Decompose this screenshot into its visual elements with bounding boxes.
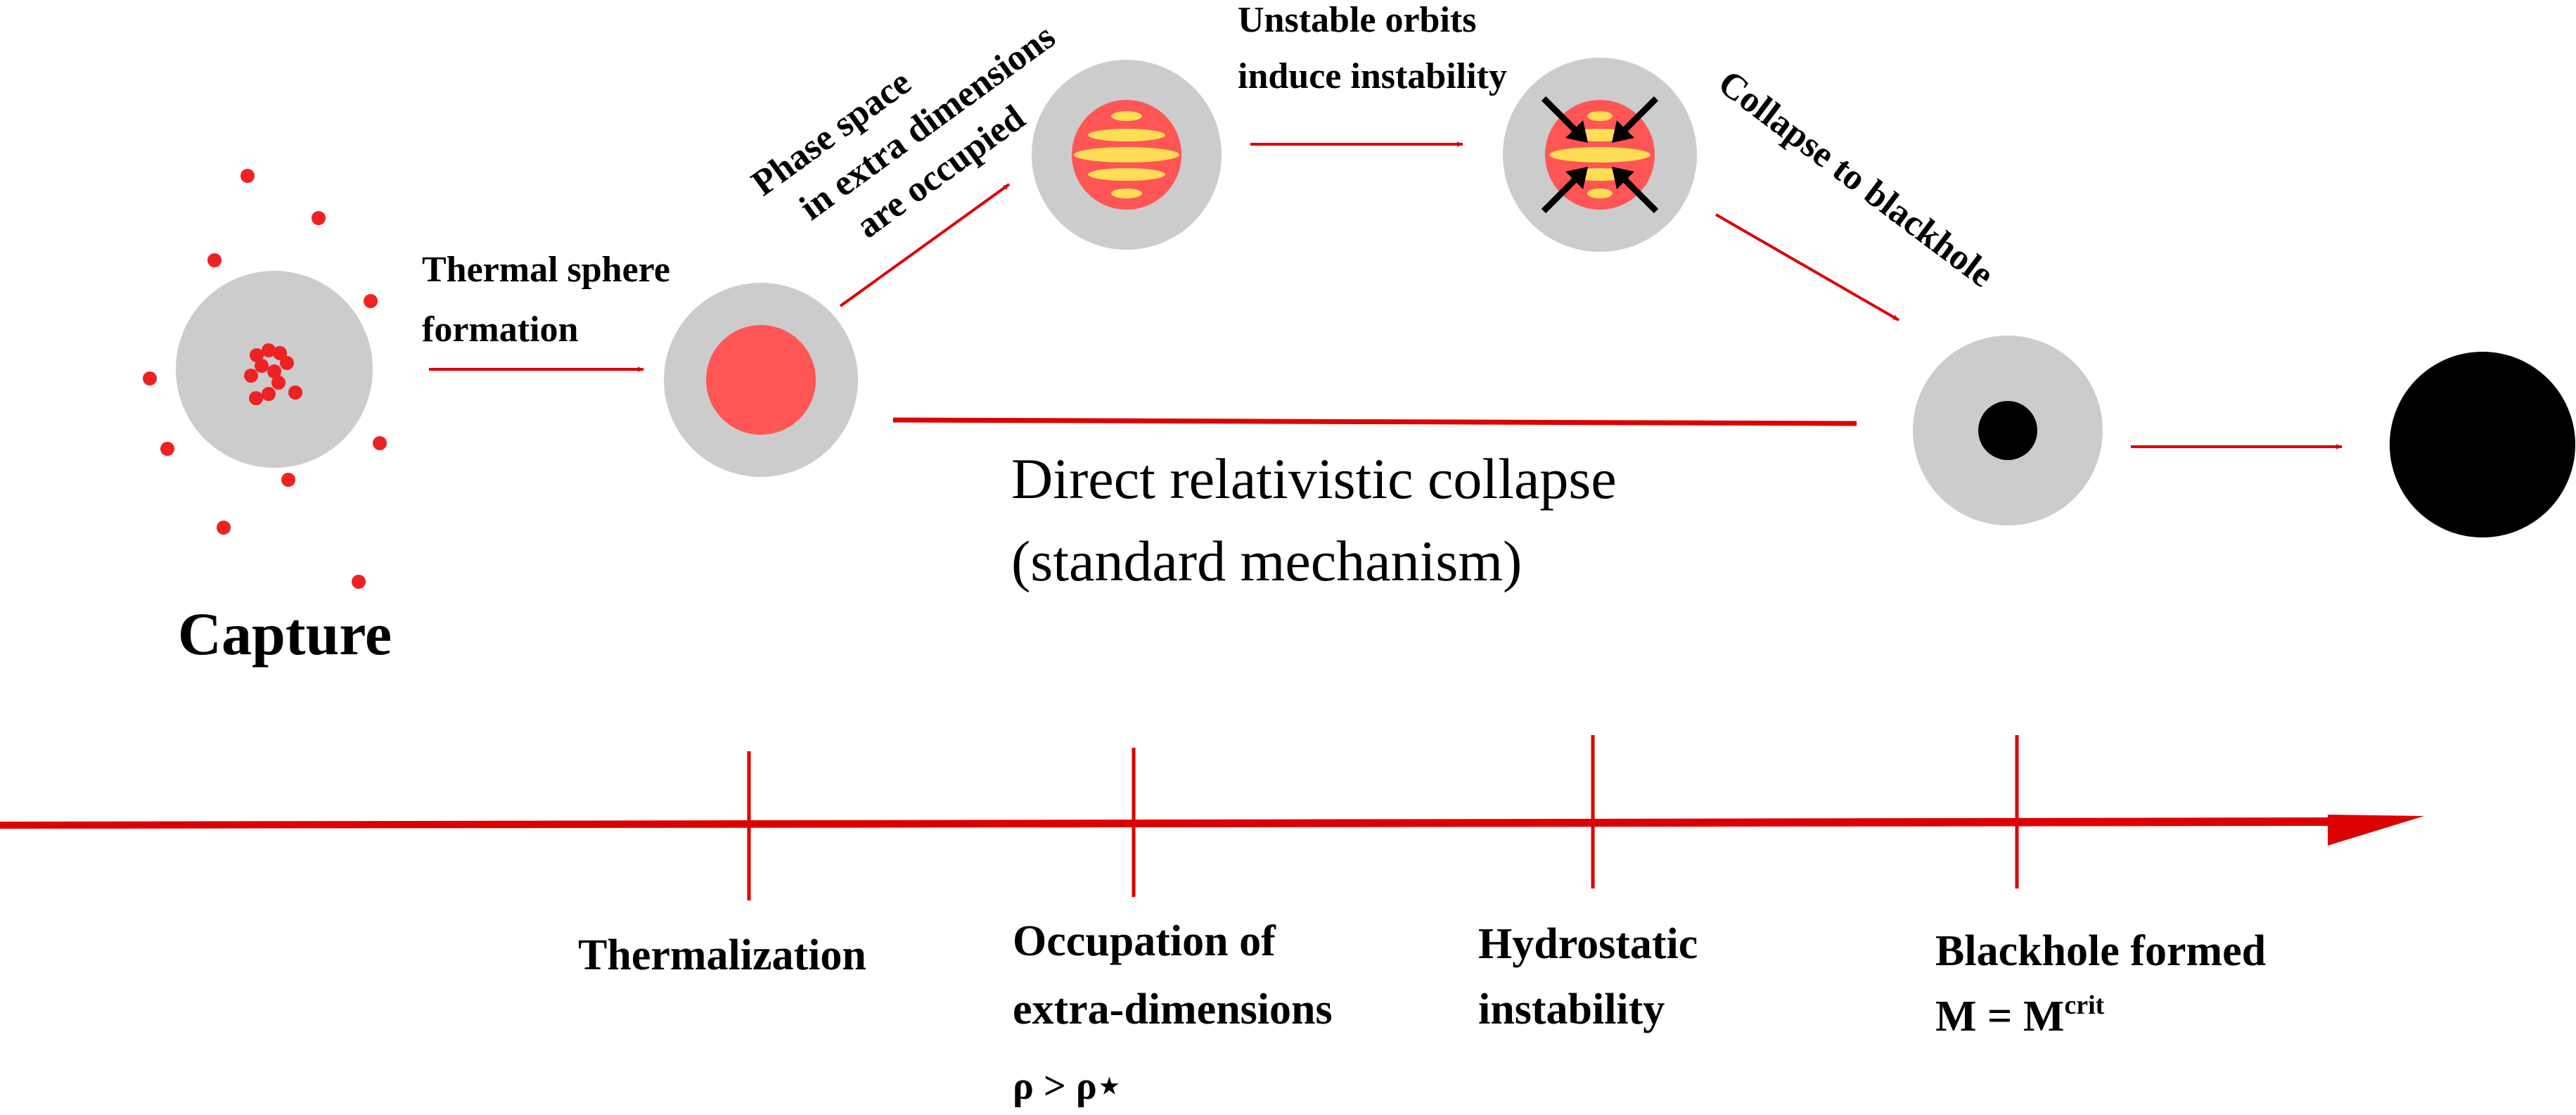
particle (217, 521, 231, 535)
thermal-core (706, 325, 816, 435)
thermal-sphere-stage (664, 283, 858, 477)
particle (373, 436, 387, 450)
particle (255, 359, 269, 373)
thermal-formation-label: Thermal sphere formation (422, 250, 679, 350)
particle (262, 343, 276, 357)
direct-collapse-arrow (892, 417, 1857, 426)
critical-mass-label: M = Mcrit (1935, 990, 2105, 1040)
hydrostatic-label: Hydrostatic instability (1478, 920, 1709, 1033)
collapsed-core-stage (1913, 336, 2103, 525)
orbit-band (1088, 168, 1165, 181)
particle (352, 575, 366, 589)
black-hole-seed (1978, 401, 2037, 460)
orbit-band (1074, 147, 1179, 163)
capture-stage: Capture (143, 169, 392, 668)
orbit-band (1111, 111, 1142, 121)
compression-arrows-icon (1541, 96, 1659, 214)
instability-stage (1503, 58, 1697, 252)
thermalization-label: Thermalization (578, 931, 866, 979)
timeline-axis (0, 815, 2424, 846)
direct-collapse-label: Direct relativistic collapse (standard m… (1011, 447, 1631, 593)
particle (288, 386, 302, 400)
particle (281, 473, 295, 487)
orbit-band (1549, 147, 1651, 163)
phase-space-arrow (839, 183, 1011, 307)
timeline: Thermalization Occupation of extra-dimen… (0, 735, 2424, 1108)
blackhole-formed-label: Blackhole formed (1935, 927, 2266, 975)
extra-dimension-stage (1032, 60, 1222, 250)
particle (280, 356, 294, 370)
particle (312, 211, 326, 225)
unstable-orbits-label: Unstable orbits induce instability (1238, 0, 1507, 96)
density-condition: ρ > ρ⋆ (1013, 1064, 1122, 1108)
orbit-band (1088, 129, 1165, 141)
particle (250, 348, 264, 362)
infalling-particles (143, 169, 387, 589)
particle (262, 387, 276, 401)
capture-label: Capture (178, 600, 392, 668)
collapse-arrow (1715, 213, 1899, 321)
particle (244, 369, 258, 383)
particle (160, 442, 174, 456)
particle (207, 253, 222, 267)
crit-superscript: crit (2064, 990, 2104, 1020)
occupation-label: Occupation of extra-dimensions (1013, 917, 1333, 1033)
particle (273, 346, 287, 360)
particle (364, 294, 378, 308)
orbit-band (1111, 189, 1142, 198)
particle (143, 371, 157, 386)
particle (271, 376, 286, 390)
orbit-band (1587, 111, 1613, 121)
particle (267, 364, 281, 378)
orbit-band (1587, 189, 1613, 198)
particle (249, 391, 263, 405)
captured-particles (244, 343, 302, 405)
black-hole (2390, 352, 2575, 537)
particle (241, 169, 255, 183)
collapse-label: Collapse to blackhole (1711, 63, 2001, 295)
